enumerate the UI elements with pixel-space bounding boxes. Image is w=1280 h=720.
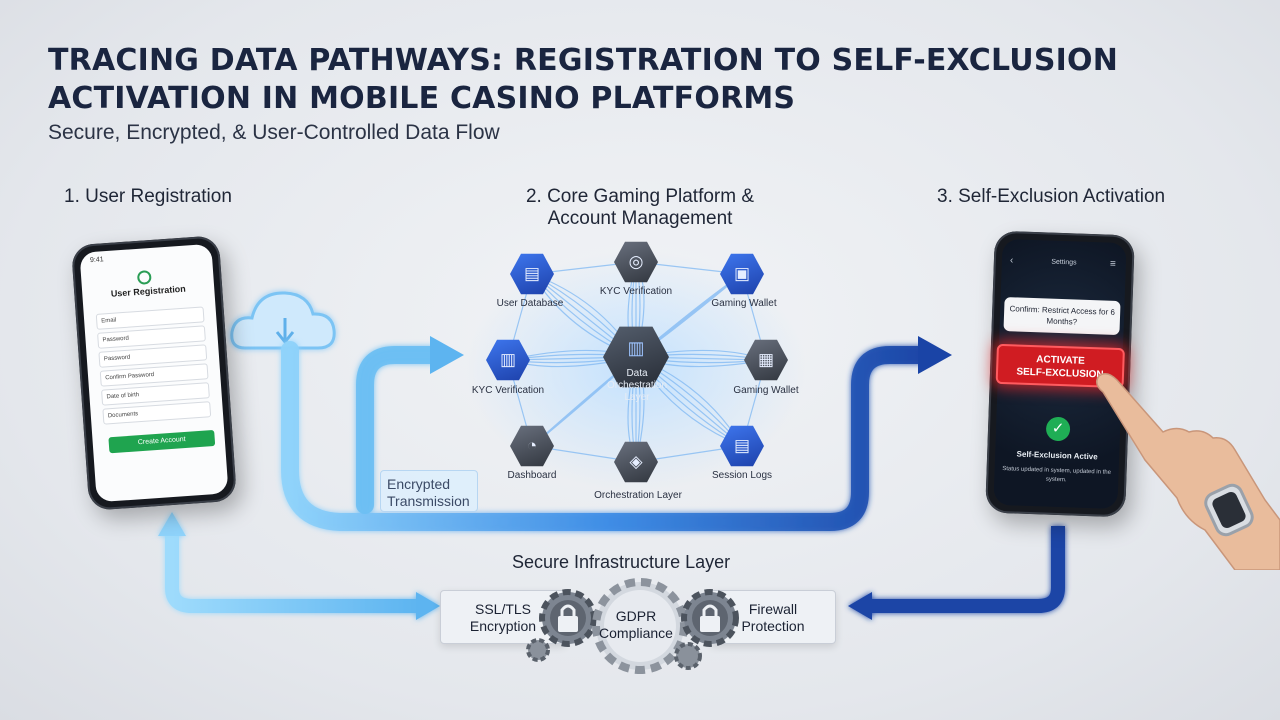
registration-infra-arrow xyxy=(158,512,440,620)
arrow-to-self-exclusion xyxy=(918,336,952,374)
step-2-title-line1: 2. Core Gaming Platform & xyxy=(525,186,755,207)
step-1-title: 1. User Registration xyxy=(64,186,232,207)
gdpr-line2: Compliance xyxy=(599,625,673,641)
ssl-line2: Encryption xyxy=(469,618,537,634)
registration-screen: 9:41 User Registration Email Password Pa… xyxy=(79,243,229,503)
platform-node-3: ▥ xyxy=(486,338,530,382)
center-label-line2: Orchestration Layer xyxy=(606,380,668,403)
check-icon: ✓ xyxy=(1045,416,1071,442)
center-node-label: Data Orchestration Layer xyxy=(595,368,679,404)
platform-node-4: ▦ xyxy=(744,338,788,382)
encrypted-transmission-label: Encrypted Transmission xyxy=(380,470,478,512)
platform-node-0: ▤ xyxy=(510,252,554,296)
arrow-to-platform xyxy=(430,336,464,374)
status-time: 9:41 xyxy=(89,256,104,265)
platform-node-5: ◔ xyxy=(510,424,554,468)
firewall-line1: Firewall xyxy=(748,601,798,617)
small-gear-icon xyxy=(526,638,702,670)
platform-node-label-1: KYC Verification xyxy=(599,286,673,297)
pointing-hand-icon xyxy=(1096,373,1280,570)
lock-icon xyxy=(558,604,578,632)
platform-node-label-6: Orchestration Layer xyxy=(594,490,682,501)
step-2-title-line2: Account Management xyxy=(547,208,733,229)
large-gear-icon xyxy=(592,578,688,674)
server-icon: ▥ xyxy=(627,338,645,358)
gdpr-line1: GDPR xyxy=(615,608,657,624)
step-3-title: 3. Self-Exclusion Activation xyxy=(937,186,1166,207)
create-account-button[interactable]: Create Account xyxy=(108,429,216,454)
platform-node-label-3: KYC Verification xyxy=(471,385,545,396)
fingerprint-icon: ◎ xyxy=(628,252,644,271)
cloud-icon xyxy=(230,291,336,350)
infrastructure-title: Secure Infrastructure Layer xyxy=(512,552,731,572)
platform-node-label-7: Session Logs xyxy=(711,470,773,481)
platform-node-label-5: Dashboard xyxy=(507,470,557,481)
menu-icon[interactable]: ≡ xyxy=(1109,258,1117,270)
center-label-line1: Data xyxy=(626,368,648,379)
confirm-dialog: Confirm: Restrict Access for 6 Months? xyxy=(1003,297,1121,336)
platform-node-label-0: User Database xyxy=(496,298,564,309)
wallet-icon: ▣ xyxy=(733,264,751,283)
platform-node-7: ▤ xyxy=(720,424,764,468)
platform-node-6: ◈ xyxy=(614,440,658,484)
firewall-line2: Protection xyxy=(741,618,805,634)
platform-node-1: ◎ xyxy=(614,240,658,284)
registration-phone: 9:41 User Registration Email Password Pa… xyxy=(70,235,238,511)
database-icon: ▤ xyxy=(523,264,541,283)
diagram-subtitle: Secure, Encrypted, & User-Controlled Dat… xyxy=(48,121,500,144)
registration-heading: User Registration xyxy=(110,283,187,299)
settings-header: Settings xyxy=(1051,258,1077,267)
platform-node-2: ▣ xyxy=(720,252,764,296)
step-2-title: 2. Core Gaming Platform & Account Manage… xyxy=(500,186,780,230)
wallet-icon: ▦ xyxy=(757,350,775,369)
dashboard-icon: ◔ xyxy=(526,436,538,455)
diagram-title: TRACING DATA PATHWAYS: REGISTRATION TO S… xyxy=(48,43,1119,116)
gears-cluster xyxy=(526,578,739,674)
documents-field[interactable]: Documents xyxy=(102,401,212,425)
exclusion-infra-arrow xyxy=(848,526,1065,620)
app-logo-icon xyxy=(136,269,152,285)
main-data-path xyxy=(281,341,934,531)
layers-icon: ◈ xyxy=(629,452,643,471)
gdpr-compliance-label: GDPR Compliance xyxy=(589,608,683,642)
logs-icon: ▤ xyxy=(733,436,751,455)
document-check-icon: ▥ xyxy=(499,350,517,369)
lock-icon-right xyxy=(700,604,720,632)
ssl-line1: SSL/TLS xyxy=(474,601,532,617)
platform-node-label-4: Gaming Wallet xyxy=(733,385,799,396)
platform-node-label-2: Gaming Wallet xyxy=(711,298,777,309)
center-node: ▥ xyxy=(603,326,669,388)
